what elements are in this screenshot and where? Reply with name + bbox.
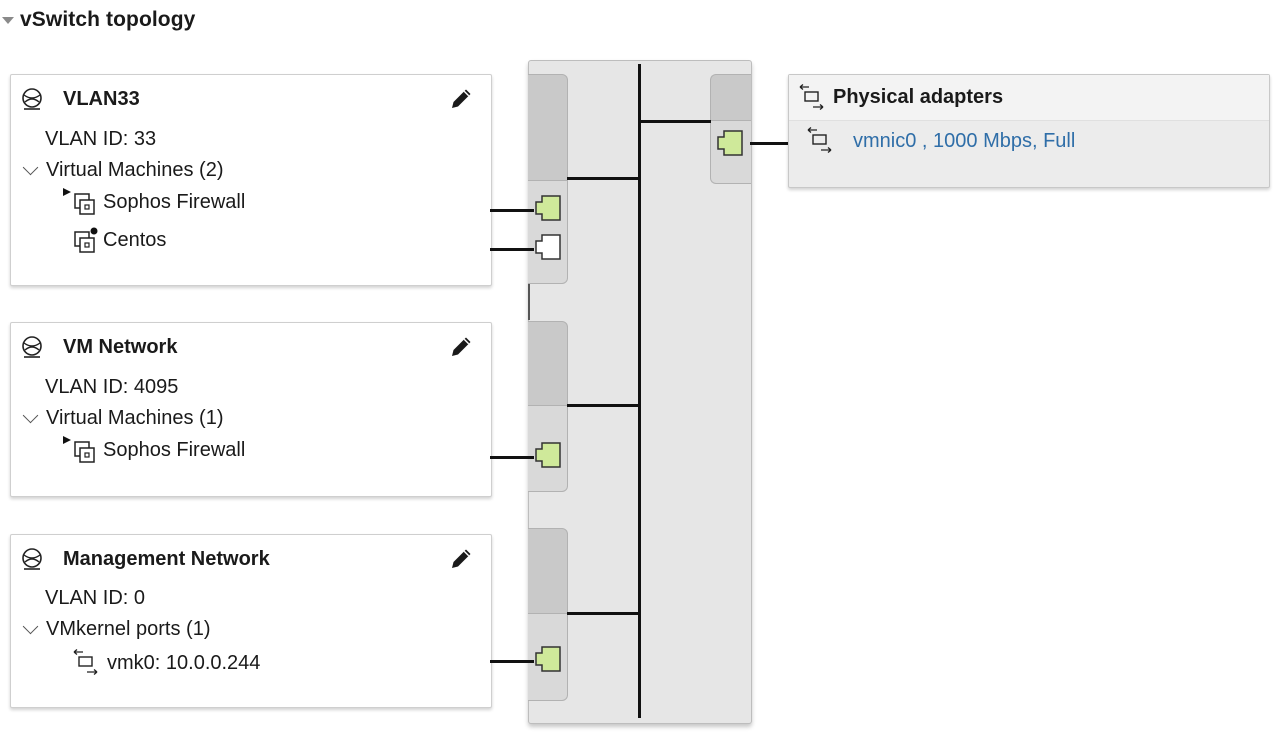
vswitch-bus <box>638 64 641 718</box>
bus-link <box>567 177 639 180</box>
chevron-down-icon <box>22 407 39 424</box>
physical-adapters-card: Physical adapters vmnic0 , 1000 Mbps, Fu… <box>788 74 1270 188</box>
uplink-port-connected[interactable] <box>717 130 743 156</box>
uplink-link <box>750 142 788 145</box>
physical-nic-icon <box>799 84 824 110</box>
port-tab <box>528 74 568 182</box>
port-group-card-vm-network: VM Network VLAN ID: 4095 Virtual Machine… <box>10 322 492 497</box>
vmkernel-name: vmk0: 10.0.0.244 <box>107 651 261 674</box>
port-tab <box>528 321 568 407</box>
virtual-machines-toggle[interactable]: Virtual Machines (2) <box>21 159 223 182</box>
vm-powered-on-icon <box>63 188 95 215</box>
vm-port-connected[interactable] <box>535 442 561 468</box>
port-group-header: VLAN33 <box>19 85 140 113</box>
vm-link <box>490 209 534 212</box>
port-group-header: VM Network <box>19 333 177 361</box>
port-group-title: VLAN33 <box>63 87 140 110</box>
section-title: vSwitch topology <box>20 8 196 31</box>
chevron-down-icon <box>22 618 39 635</box>
vlan-id-label: VLAN ID: 0 <box>45 587 146 609</box>
port-group-title: VM Network <box>63 335 178 358</box>
port-tab <box>528 528 568 615</box>
network-globe-icon <box>22 88 42 110</box>
vm-suspended-icon <box>74 227 98 253</box>
physical-adapters-header: Physical adapters <box>789 75 1269 121</box>
network-globe-icon <box>22 336 42 358</box>
edit-port-group-button[interactable] <box>445 83 477 115</box>
vmkernel-ports-toggle[interactable]: VMkernel ports (1) <box>21 618 211 641</box>
vmkernel-adapter-icon <box>73 649 98 675</box>
caret-down-icon[interactable] <box>2 16 14 24</box>
physical-nic-icon <box>807 127 832 153</box>
bus-link <box>567 404 639 407</box>
vm-link <box>490 248 534 251</box>
vm-port-connected[interactable] <box>535 195 561 221</box>
edit-port-group-button[interactable] <box>445 331 477 363</box>
physical-adapter-link[interactable]: vmnic0 , 1000 Mbps, Full <box>853 129 1076 152</box>
vm-powered-on-icon <box>63 436 95 463</box>
vmkernel-item[interactable]: vmk0: 10.0.0.244 <box>71 649 260 677</box>
vmkernel-link <box>490 660 534 663</box>
bus-link <box>639 120 711 123</box>
port-group-title: Management Network <box>63 547 270 570</box>
vm-port-disconnected[interactable] <box>535 234 561 260</box>
vmkernel-port-connected[interactable] <box>535 646 561 672</box>
chevron-down-icon <box>22 159 39 176</box>
group-label: Virtual Machines (2) <box>46 159 224 181</box>
vm-item-centos[interactable]: Centos <box>63 225 166 255</box>
group-label: Virtual Machines (1) <box>46 407 224 429</box>
vm-name: Sophos Firewall <box>103 438 246 461</box>
section-header[interactable]: vSwitch topology <box>0 6 195 34</box>
physical-adapters-title: Physical adapters <box>833 86 1004 108</box>
network-globe-icon <box>22 548 42 570</box>
group-label: VMkernel ports (1) <box>46 618 211 640</box>
vm-name: Sophos Firewall <box>103 190 246 213</box>
vm-link <box>490 456 534 459</box>
pencil-icon <box>452 337 471 356</box>
vm-item-sophos-firewall[interactable]: Sophos Firewall <box>63 435 245 465</box>
vm-name: Centos <box>103 228 167 251</box>
uplink-tab <box>710 74 751 122</box>
virtual-machines-toggle[interactable]: Virtual Machines (1) <box>21 407 223 430</box>
pencil-icon <box>452 89 471 108</box>
edit-port-group-button[interactable] <box>445 543 477 575</box>
vlan-id-label: VLAN ID: 4095 <box>45 376 179 398</box>
port-group-header: Management Network <box>19 545 270 573</box>
vlan-id-label: VLAN ID: 33 <box>45 128 157 150</box>
bus-link <box>567 612 639 615</box>
pencil-icon <box>452 549 471 568</box>
tab-connector <box>528 284 530 320</box>
port-group-card-vlan33: VLAN33 VLAN ID: 33 Virtual Machines (2) … <box>10 74 492 286</box>
vm-item-sophos-firewall[interactable]: Sophos Firewall <box>63 187 245 217</box>
port-group-card-management-network: Management Network VLAN ID: 0 VMkernel p… <box>10 534 492 708</box>
physical-adapter-item[interactable]: vmnic0 , 1000 Mbps, Full <box>805 127 1075 155</box>
